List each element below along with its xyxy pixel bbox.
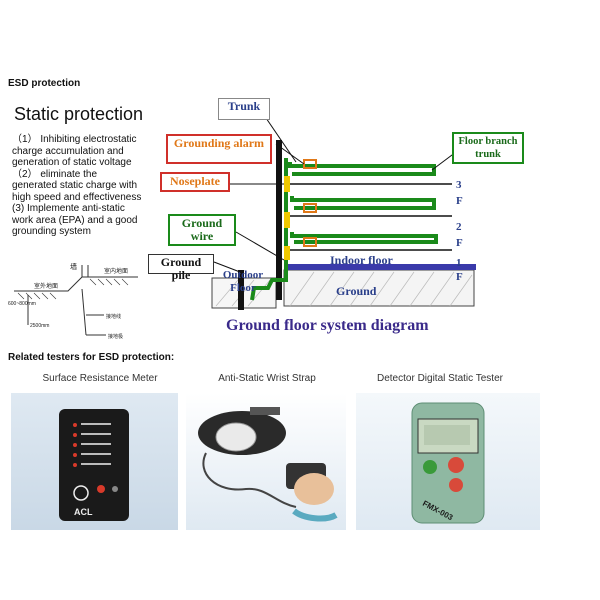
outdoor-floor-label: Outdoor Floor	[222, 269, 264, 294]
tester-plate	[215, 422, 257, 452]
sketch-depth-1: 600~800mm	[8, 301, 36, 307]
static-line: generation of static voltage	[12, 157, 132, 168]
static-line: charge accumulation and	[12, 145, 124, 157]
sketch-outdoor-label: 室外地面	[34, 282, 58, 290]
strap-cord	[202, 452, 297, 508]
static-line: generated static charge with	[12, 180, 138, 191]
noseplate-2f	[284, 212, 290, 228]
tester-lcd	[424, 425, 470, 445]
branch-wires	[250, 158, 438, 301]
floor-letter-1f: F	[456, 271, 463, 283]
static-line: （1） Inhibiting electrostatic	[12, 134, 137, 145]
tester-panel	[250, 407, 280, 415]
meter-scale	[81, 423, 111, 465]
static-line: high speed and effectiveness	[12, 191, 142, 203]
noseplate-1f	[284, 246, 290, 260]
meter-button-red	[97, 485, 105, 493]
photo-static-tester: FMX-003	[356, 393, 540, 530]
ground-pile-label: Ground pile	[148, 254, 214, 282]
photo-wrist-strap	[186, 393, 346, 530]
ground-hatch	[289, 271, 473, 307]
caption-wrist-strap: Anti-Static Wrist Strap	[218, 373, 316, 384]
floor-letter-2f: F	[456, 237, 463, 249]
grounding-alarm-1f	[303, 237, 317, 247]
floor-number-2f: 2	[456, 221, 462, 233]
ground-floor-diagram: 3 F 2 F 1 F Indoor floor Ground Ground f…	[211, 117, 476, 334]
meter-logo-ring	[73, 485, 89, 501]
static-protection-text: （1） Inhibiting electrostatic charge accu…	[12, 134, 164, 238]
ground-wire-label: Ground wire	[168, 214, 236, 246]
sketch-lines	[14, 265, 138, 336]
static-line: grounding system	[12, 226, 91, 237]
sketch-lead-1: 接地线	[106, 313, 121, 320]
static-protection-title: Static protection	[14, 104, 144, 124]
sketch-depth-2: 2500mm	[30, 323, 49, 329]
meter-button-grey	[112, 486, 118, 492]
meter-brand: ACL	[74, 507, 93, 517]
sketch-wall-label: 墙	[70, 262, 77, 271]
floor-branch-trunk-label: Floor branch trunk	[452, 132, 524, 164]
tester-button-red	[448, 457, 464, 473]
noseplate-label: Noseplate	[160, 172, 230, 192]
ground-pile-rod	[238, 270, 244, 310]
caption-static-tester: Detector Digital Static Tester	[377, 373, 503, 384]
grounding-sketch: 墙 室内地面 室外地面 600~800mm 2500mm 接地线 接地极	[8, 262, 138, 340]
surface-meter-icon: ACL	[59, 409, 129, 521]
diagram-caption: Ground floor system diagram	[226, 317, 429, 334]
wrist-strap-icon	[198, 407, 338, 522]
sketch-hatch	[17, 278, 129, 300]
section-title: ESD protection	[8, 78, 81, 89]
trunk-pole	[276, 140, 282, 300]
static-line: work area (EPA) and a good	[12, 214, 138, 226]
tester-button-green	[423, 460, 437, 474]
meter-leds	[73, 423, 77, 467]
sketch-lead-2: 接地极	[108, 333, 123, 340]
ground-block	[283, 269, 475, 307]
static-tester-icon: FMX-003	[411, 402, 485, 524]
floor-number-3f: 3	[456, 179, 462, 191]
hand-icon	[294, 473, 334, 505]
static-line: （2） eliminate the	[12, 168, 98, 180]
indoor-floor-label: Indoor floor	[330, 253, 393, 267]
floor-number-1f: 1	[456, 257, 462, 269]
floor-letter-3f: F	[456, 195, 463, 207]
grounding-alarm-2f	[303, 203, 317, 213]
trunk-label: Trunk	[218, 98, 270, 120]
static-line: (3) Implemente anti-static	[12, 203, 125, 214]
ground-label: Ground	[336, 284, 377, 298]
sketch-indoor-label: 室内地面	[104, 267, 128, 275]
sleeve	[292, 508, 338, 522]
grounding-alarm-label: Grounding alarm	[166, 134, 272, 164]
noseplate-3f	[284, 176, 290, 192]
tester-button-red-2	[449, 478, 463, 492]
related-title: Related testers for ESD protection:	[8, 352, 175, 363]
indoor-floor-slab	[284, 264, 476, 270]
caption-surface-meter: Surface Resistance Meter	[42, 373, 158, 384]
photo-surface-meter: ACL	[11, 393, 178, 530]
